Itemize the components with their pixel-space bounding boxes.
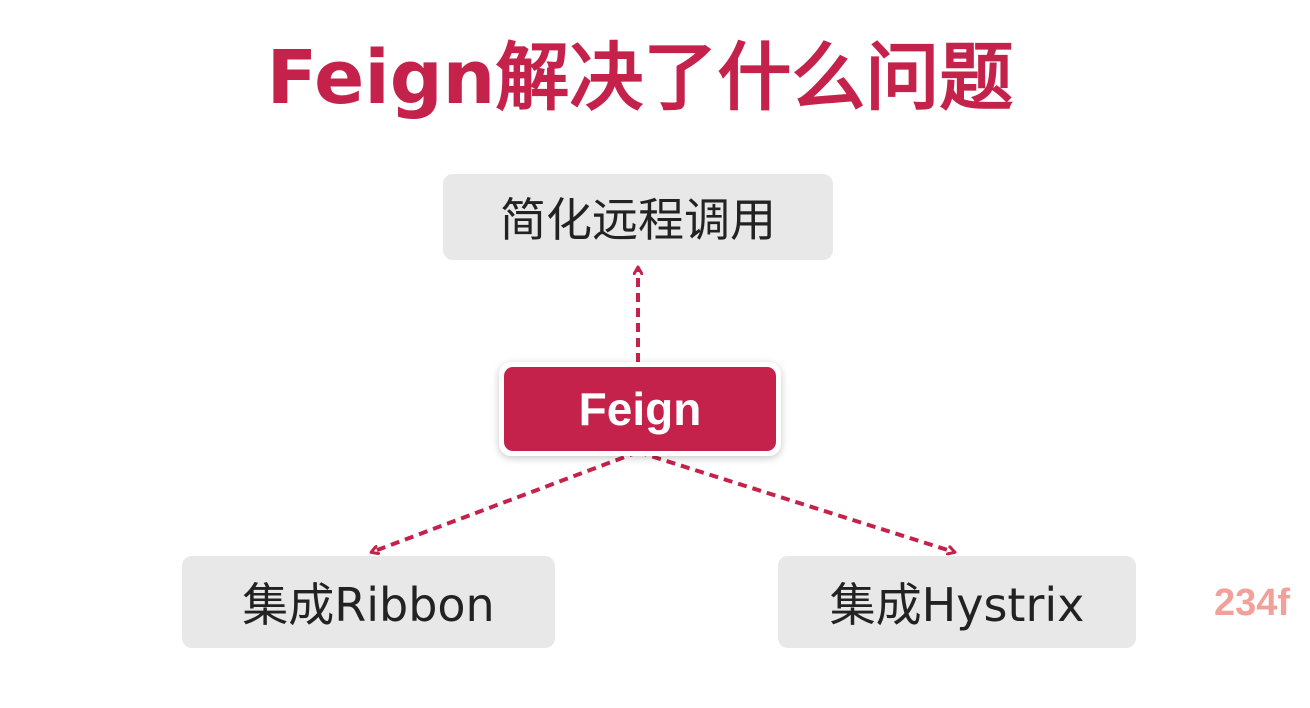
node-integrate-ribbon-label: 集成Ribbon: [242, 578, 495, 632]
node-simplify-remote-call-label: 简化远程调用: [500, 193, 776, 247]
node-integrate-hystrix-label: 集成Hystrix: [829, 578, 1085, 632]
node-feign-label: Feign: [504, 367, 776, 451]
arrow-to-right: [637, 450, 954, 552]
node-feign: Feign: [499, 362, 781, 456]
slide-title: Feign解决了什么问题: [266, 35, 1014, 121]
watermark-text: 234f: [1214, 582, 1291, 624]
arrow-to-left: [372, 450, 639, 552]
node-simplify-remote-call: 简化远程调用: [443, 174, 833, 260]
node-integrate-hystrix: 集成Hystrix: [778, 556, 1136, 648]
node-integrate-ribbon: 集成Ribbon: [182, 556, 555, 648]
